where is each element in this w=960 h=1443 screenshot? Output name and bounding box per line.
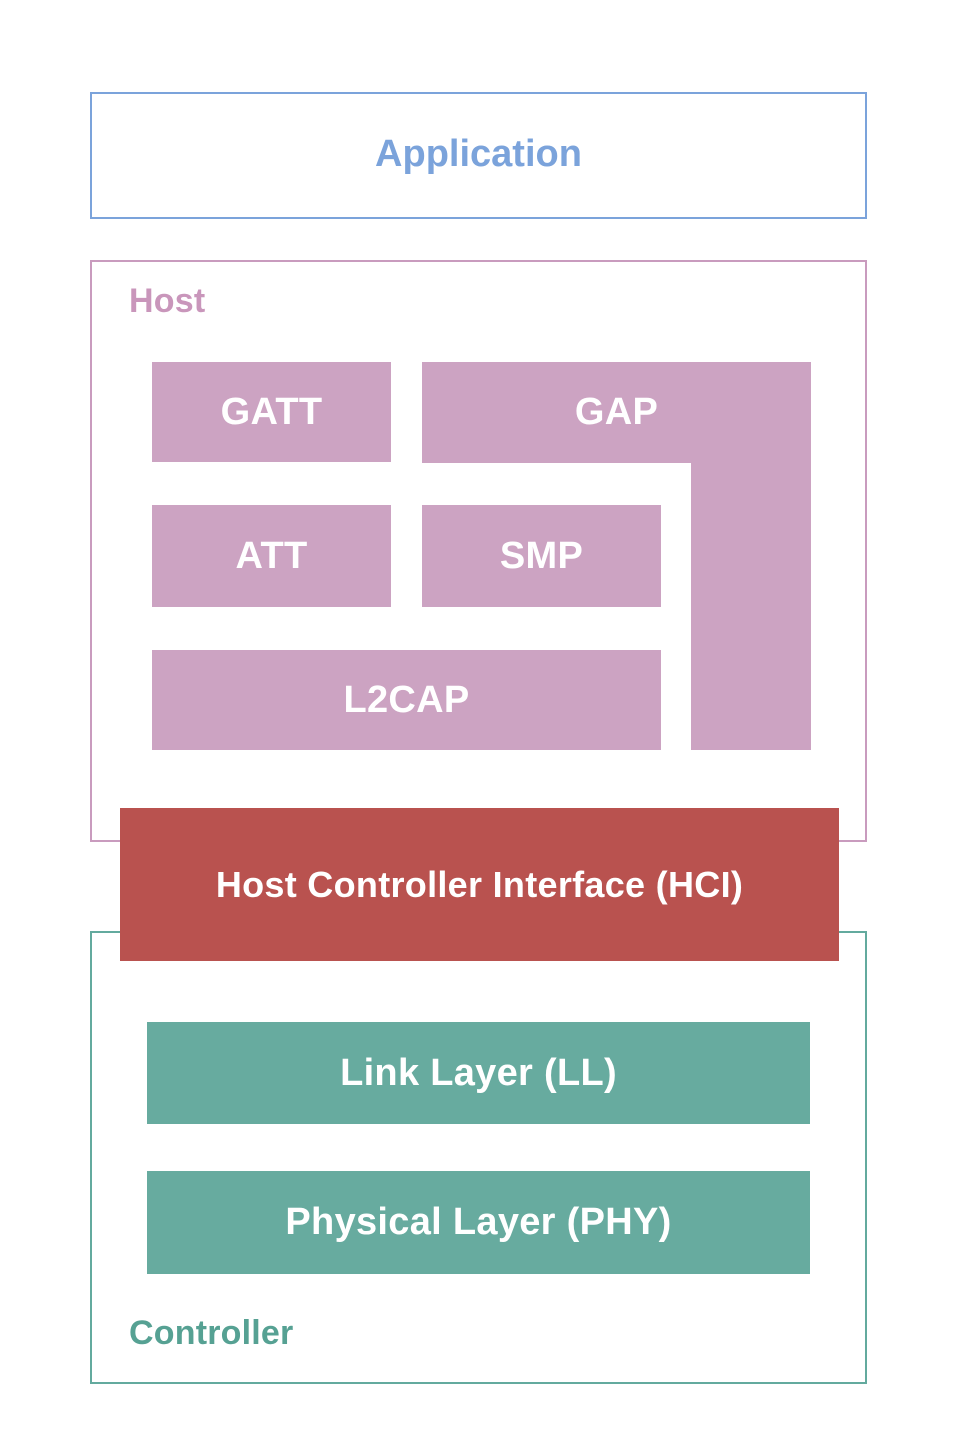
- block-smp: SMP: [422, 505, 661, 607]
- block-link-layer: Link Layer (LL): [147, 1022, 810, 1124]
- application-layer-label: Application: [375, 133, 582, 175]
- block-att: ATT: [152, 505, 391, 607]
- block-host-controller-interface: Host Controller Interface (HCI): [120, 808, 839, 961]
- block-l2cap: L2CAP: [152, 650, 661, 750]
- block-physical-layer: Physical Layer (PHY): [147, 1171, 810, 1274]
- block-gatt: GATT: [152, 362, 391, 462]
- block-gap-label: GAP: [574, 391, 659, 433]
- controller-layer-label: Controller: [129, 1314, 294, 1352]
- host-layer-label: Host: [129, 282, 206, 320]
- application-layer-box: [90, 92, 867, 219]
